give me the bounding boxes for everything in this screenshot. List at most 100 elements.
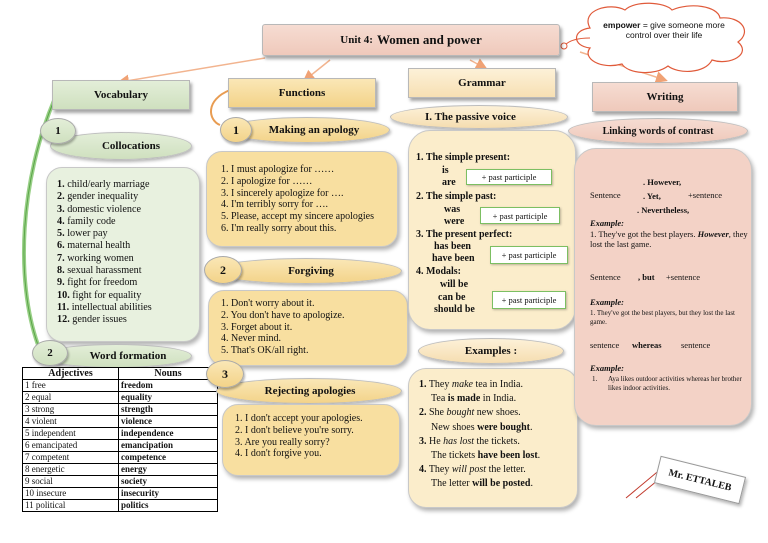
writing-example3: Aya likes outdoor activities whereas her…: [608, 375, 742, 392]
example-active: 1. They make tea in India.: [419, 379, 523, 390]
list-item: 3. Are you really sorry?: [235, 436, 330, 448]
example-active: 4. They will post the letter.: [419, 464, 526, 476]
writing-word-whereas: whereas: [632, 340, 662, 350]
collocations-number: 1: [55, 125, 61, 137]
grammar-form-has-been: has been: [434, 241, 471, 252]
list-item: 1. I must apologize for ……: [221, 164, 335, 175]
list-item: 12. gender issues: [57, 314, 127, 326]
writing-example2: 1. They've got the best players, but the…: [590, 309, 735, 326]
list-item: 10. fight for equality: [57, 289, 142, 301]
forgiving-number: 2: [220, 262, 226, 277]
examples-oval: Examples :: [418, 338, 564, 364]
apology-panel: 1. I must apologize for …… 2. I apologiz…: [206, 151, 398, 247]
writing-panel: [574, 148, 752, 426]
list-item: 6. I'm really sorry about this.: [221, 222, 337, 234]
unit-title-prefix: Unit 4:: [340, 34, 373, 46]
list-item: 3. Forget about it.: [221, 321, 293, 333]
forgiving-oval: Forgiving: [210, 258, 402, 284]
apology-list: 1. I must apologize for …… 2. I apologiz…: [221, 164, 397, 235]
list-item: 7. working women: [57, 252, 134, 264]
list-item: 11. intellectual abilities: [57, 301, 152, 313]
forgiving-panel: 1. Don't worry about it. 2. You don't ha…: [208, 290, 408, 366]
grammar-simple-present-label: 1. The simple present:: [416, 152, 511, 163]
writing-word-yet: . Yet,: [643, 191, 661, 201]
table-header-row: Adjectives Nouns: [22, 367, 218, 380]
list-item: 5. lower pay: [57, 228, 108, 240]
writing-pattern2-right: +sentence: [666, 272, 701, 282]
empower-definition-text: = give someone more control over their l…: [625, 20, 725, 40]
writing-header: Writing: [592, 82, 738, 112]
vocabulary-header: Vocabulary: [52, 80, 190, 110]
past-participle-box: + past participle: [466, 169, 552, 185]
empower-term: empower: [603, 20, 641, 30]
list-item: 1. Don't worry about it.: [221, 298, 315, 309]
examples-title: Examples :: [464, 345, 518, 357]
list-item: 9. fight for freedom: [57, 277, 138, 289]
rejecting-title: Rejecting apologies: [264, 385, 356, 397]
list-item: 4. I don't forgive you.: [235, 448, 322, 460]
writing-word-but: , but: [638, 272, 655, 282]
writing-word-nevertheless: . Nevertheless,: [637, 205, 690, 215]
rejecting-number-badge: 3: [206, 360, 244, 388]
forgiving-title: Forgiving: [288, 265, 334, 277]
apology-title: Making an apology: [268, 124, 360, 136]
connector-to-functions: [302, 59, 331, 82]
list-item: 1. I don't accept your apologies.: [235, 413, 363, 424]
grammar-form-were: were: [444, 216, 465, 227]
word-formation-number: 2: [47, 347, 53, 359]
list-item: 4. Never mind.: [221, 333, 281, 345]
example-active: 3. He has lost the tickets.: [419, 435, 520, 447]
connector-functions-apology: [210, 89, 231, 126]
forgiving-list: 1. Don't worry about it. 2. You don't ha…: [221, 298, 407, 357]
grammar-present-perfect-label: 3. The present perfect:: [416, 229, 513, 240]
collocations-panel: 1. child/early marriage 2. gender inequa…: [46, 167, 200, 342]
list-item: 3. I sincerely apologize for ….: [221, 187, 344, 199]
column-header-nouns: Nouns: [118, 367, 218, 380]
apology-number: 1: [233, 122, 239, 137]
list-item: 4. family code: [57, 215, 116, 227]
list-item: 4. I'm terribly sorry for ….: [221, 199, 329, 211]
column-header-adjectives: Adjectives: [22, 367, 119, 380]
list-item: 2. I don't believe you're sorry.: [235, 424, 354, 436]
apology-number-badge: 1: [220, 117, 252, 143]
unit-title-main: Women and power: [376, 32, 482, 47]
connector-to-grammar: [469, 58, 488, 70]
list-item: 2. You don't have to apologize.: [221, 309, 345, 321]
example-passive: The letter will be posted.: [431, 478, 533, 490]
grammar-form-is: is: [442, 165, 449, 176]
collocations-title: Collocations: [101, 140, 161, 152]
writing-pattern2-left: Sentence: [590, 272, 621, 282]
writing-example1: 1. They've got the best players. However…: [590, 229, 748, 249]
cloud-shape: [575, 2, 745, 74]
connector-to-vocabulary: [117, 57, 266, 87]
list-item: 2. I apologize for ……: [221, 175, 313, 187]
passive-voice-title: I. The passive voice: [425, 111, 516, 123]
grammar-title: Grammar: [458, 77, 506, 89]
vocabulary-title: Vocabulary: [94, 89, 148, 101]
collocations-list: 1. child/early marriage 2. gender inequa…: [57, 179, 199, 327]
unit-title-box: Unit 4: Women and power: [262, 24, 560, 56]
rejecting-number: 3: [222, 366, 228, 381]
forgiving-number-badge: 2: [204, 256, 242, 284]
list-item: 8. sexual harassment: [57, 265, 142, 277]
past-participle-box: + past participle: [492, 291, 566, 309]
grammar-modals-label: 4. Modals:: [416, 266, 461, 277]
example-passive: New shoes were bought.: [431, 421, 533, 433]
writing-example3-number: 1.: [592, 375, 598, 383]
writing-example-label: Example:: [590, 363, 624, 373]
example-passive: Tea is made in India.: [431, 393, 517, 405]
linking-words-oval: Linking words of contrast: [568, 118, 748, 144]
list-item: 3. domestic violence: [57, 203, 142, 215]
grammar-header: Grammar: [408, 68, 556, 98]
